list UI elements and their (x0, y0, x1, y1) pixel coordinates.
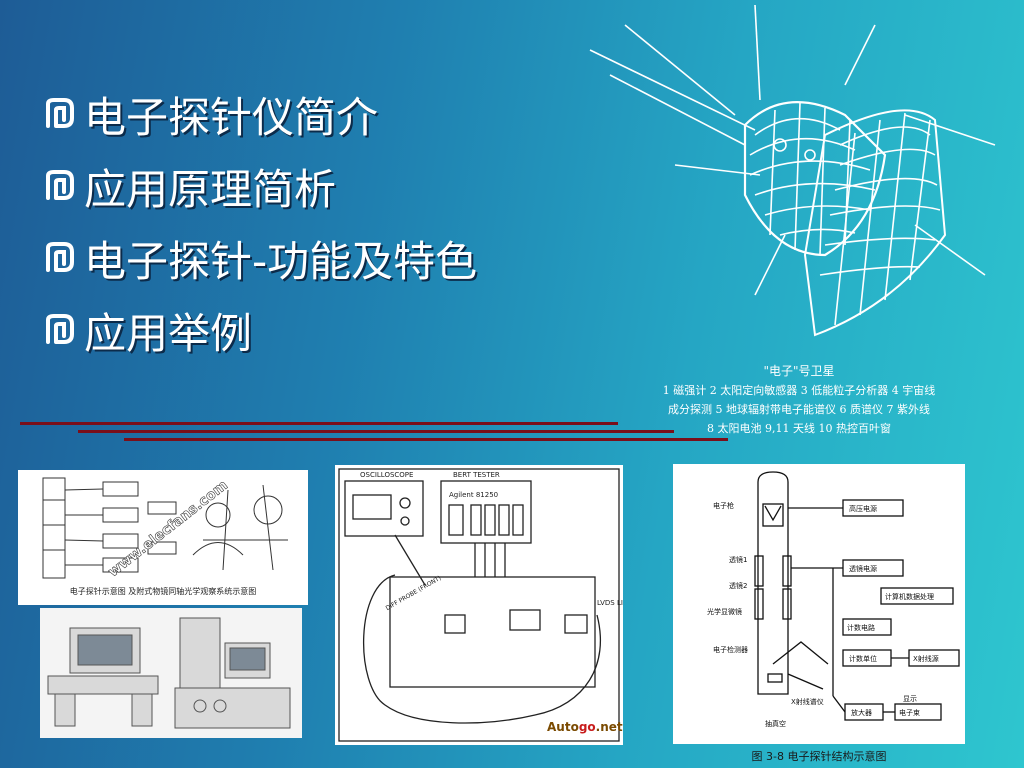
satellite-caption: "电子"号卫星 1 磁强计 2 太阳定向敏感器 3 低能粒子分析器 4 宇宙线 … (634, 362, 964, 438)
label-xray-source: X射线源 (913, 654, 939, 663)
bullet-text: 应用举例 (84, 308, 253, 358)
label-computer: 计算机数据处理 (885, 592, 934, 601)
tester-model-label: Agilent 81250 (449, 491, 498, 499)
probe-structure-panel: 电子枪 高压电源 透镜1 透镜2 透镜电源 光学显微镜 计算机数据处理 计数电路… (673, 464, 965, 744)
label-spectrometer: X射线谱仪 (791, 697, 824, 706)
bert-tester-label: BERT TESTER (453, 471, 500, 479)
bullet-list: 电子探针仪简介 应用原理简析 电子探针-功能及特色 应用举例 (40, 78, 477, 366)
satellite-caption-line: 1 磁强计 2 太阳定向敏感器 3 低能粒子分析器 4 宇宙线 (662, 384, 936, 397)
label-counter-circuit: 计数电路 (847, 623, 875, 632)
divider-line (20, 422, 618, 425)
bullet-text: 应用原理简析 (84, 164, 337, 214)
bullet-symbol-icon (40, 310, 80, 350)
bert-test-panel: OSCILLOSCOPE BERT TESTER Agilent 81250 D… (335, 465, 623, 745)
schematic-caption: 电子探针示意图 及附式物镜同轴光学观察系统示意图 (70, 586, 257, 596)
lvds-link-label: LVDS LINK (597, 599, 623, 607)
instrument-photo-panel (40, 608, 302, 738)
watermark-text: www.elecfans.com (105, 477, 231, 580)
bullet-item: 电子探针仪简介 (40, 78, 477, 150)
bullet-symbol-icon (40, 94, 80, 134)
autogo-logo: Autogo.net (547, 720, 623, 734)
divider-line (78, 430, 674, 433)
bullet-text: 电子探针-功能及特色 (84, 236, 478, 286)
label-lens-1: 透镜1 (729, 555, 747, 564)
probe-schematic-panel: www.elecfans.com 电子探针示意图 及附式物镜同轴光学观察系统示意… (18, 470, 308, 605)
oscilloscope-label: OSCILLOSCOPE (360, 471, 413, 479)
satellite-caption-line: 成分探测 5 地球辐射带电子能谱仪 6 质谱仪 7 紫外线 (668, 403, 930, 416)
satellite-caption-title: "电子"号卫星 (763, 364, 835, 378)
diff-probe-label: DIFF PROBE (FRONT) (385, 575, 443, 612)
label-hv-supply: 高压电源 (849, 504, 877, 513)
label-electron-gun: 电子枪 (713, 501, 734, 510)
bullet-item: 应用举例 (40, 294, 477, 366)
label-optical-microscope: 光学显微镜 (707, 607, 742, 616)
label-lens-supply: 透镜电源 (849, 564, 877, 573)
bullet-item: 应用原理简析 (40, 150, 477, 222)
bullet-text: 电子探针仪简介 (84, 92, 379, 142)
label-detector: 电子检测器 (713, 645, 748, 654)
label-display-top: 显示 (903, 695, 917, 703)
label-lens-2: 透镜2 (729, 581, 747, 590)
label-count-unit: 计数单位 (849, 654, 877, 663)
satellite-caption-line: 8 太阳电池 9,11 天线 10 热控百叶窗 (707, 422, 891, 435)
bullet-symbol-icon (40, 166, 80, 206)
bullet-symbol-icon (40, 238, 80, 278)
label-amplifier: 放大器 (851, 708, 872, 717)
label-display: 电子束 (899, 708, 920, 717)
label-vacuum: 抽真空 (765, 719, 786, 728)
structure-caption: 图 3-8 电子探针结构示意图 (751, 750, 887, 763)
satellite-illustration (585, 4, 1005, 355)
bullet-item: 电子探针-功能及特色 (40, 222, 477, 294)
divider-line (124, 438, 728, 441)
